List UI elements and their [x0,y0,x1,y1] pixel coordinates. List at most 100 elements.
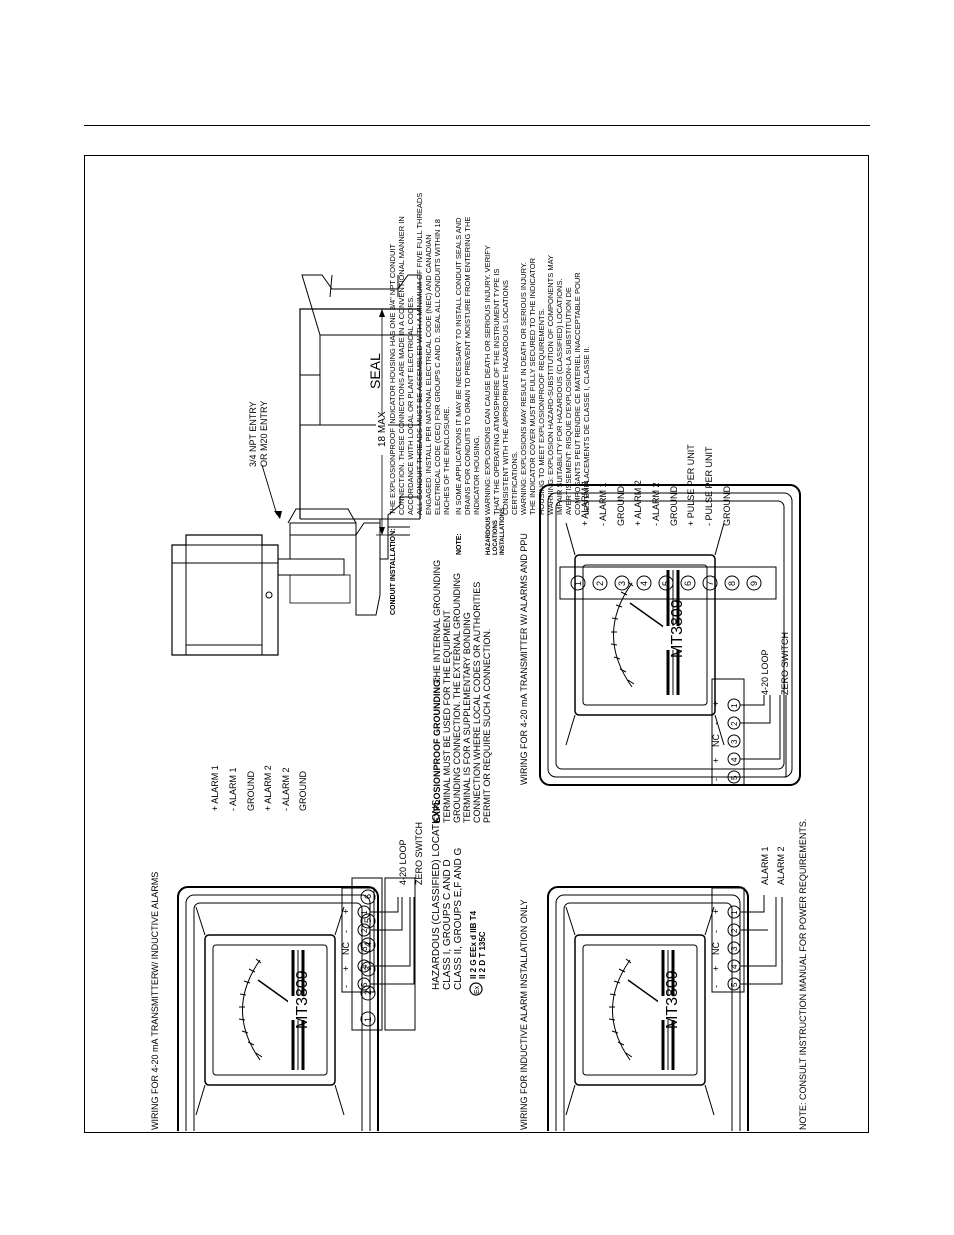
panel-c-loop-label: 4-20 LOOP [760,649,770,695]
panel-a-loop-term-3: 3 [360,946,369,951]
panel-a-terminal-block: 1 2 3 4 5 6 [351,877,416,1031]
panel-a-label-6: GROUND [298,771,308,811]
grounding-block: EXPLOSIONPROOF GROUNDING: THE INTERNAL G… [432,560,492,823]
panel-c-term-6: 6 [683,581,693,586]
warn-line-3: HOUSING TO MEET EXPLOSIONPROOF REQUIREME… [537,308,546,515]
panel-a-loop-label: 4-20 LOOP [398,839,408,885]
panel-a-loop-mark-3: NC [341,942,351,955]
panel-a-loop-mark-2: + [341,966,351,971]
panel-b-loop-term-3: 3 [730,946,739,951]
panel-c-loop-term-2: 2 [730,721,739,726]
hazardous-atex2: II 2 D T 135C [478,931,487,979]
panel-c-loop-term-4: 4 [730,757,739,762]
conduit-line-2: CONNECTION. THESE CONNECTIONS ARE MADE I… [397,216,406,515]
panel-b-loop-term-1: 1 [730,910,739,915]
panel-c-loop-term-5: 5 [730,775,739,780]
panel-a-label-4: + ALARM 2 [263,765,273,811]
panel-c-label-1b: + ALARM 1 [580,480,590,526]
panel-b-alarm1-label: ALARM 1 [760,846,770,885]
conduit-line-4: ALL CONDUIT THREADS MUST BE ASSEMBLED WI… [415,193,424,515]
grounding-line-1: THE INTERNAL GROUNDING [432,560,442,683]
panel-b-loop-term-2: 2 [730,928,739,933]
panel-c-zero-label: ZERO SWITCH [780,632,790,695]
header-rule [84,125,870,126]
panel-c-term-7: 7 [705,581,715,586]
panel-a-zero-label: ZERO SWITCH [414,822,424,885]
note-line-2: DRAINS FOR CONDUITS TO DRAIN TO PREVENT … [463,217,472,515]
panel-a-loop-term-5: 5 [360,982,369,987]
conduit-line-3: ACCORDANCE WITH LOCAL OR PLANT ELECTRICA… [406,296,415,515]
conduit-line-1: THE EXPLOSIONPROOF INDICATOR HOUSING HAS… [388,244,397,515]
panel-c-label-6: GROUND [669,486,679,526]
warn-line-6: AVERTISSEMENT: RISQUE D'EXPLOSION-LA SUB… [564,287,573,515]
panel-c-term-8: 8 [727,581,737,586]
panel-c-term-1: 1 [573,581,583,586]
panel-c-terminals [570,575,762,591]
panel-b-loop-term-4: 4 [730,964,739,969]
note-heading: NOTE: [456,533,463,555]
haz-line-3: CONSISTENT WITH THE APPROPRIATE HAZARDOU… [501,280,510,515]
panel-b-meter-label: MT3809 [664,970,681,1029]
panel-b-loop-mark-2: + [711,966,721,971]
panel-c-loop-mark-2: + [711,758,721,763]
panel-a-term-4: 4 [363,942,373,947]
panel-c-title: WIRING FOR 4-20 mA TRANSMITTER W/ ALARMS… [519,533,529,785]
hazardous-title: HAZARDOUS (CLASSIFIED) LOCATIONS [431,799,442,990]
panel-c-label-9: GROUND [722,486,732,526]
panel-a-label-1: + ALARM 1 [210,765,220,811]
warn-line-7: COMPOSANTS PEUT RENDRE CE MATERIEL INACC… [573,272,582,515]
panel-c-label-3: GROUND [616,486,626,526]
npt-entry-label-2: OR M20 ENTRY [259,401,269,467]
panel-a-term-5: 5 [363,918,373,923]
panel-b-loop-mark-1: - [711,985,721,988]
hazardous-class1: CLASS I, GROUPS C AND D [442,859,453,990]
panel-a-title: WIRING FOR 4-20 mA TRANSMITTERW/ INDUCTI… [150,872,160,1130]
panel-c-loop-mark-1: - [711,778,721,781]
warn-line-1: WARNING: EXPLOSIONS MAY RESULT IN DEATH … [519,262,528,515]
panel-a-label-2: - ALARM 1 [228,767,238,811]
panel-a-terminal-labels: + ALARM 1 - ALARM 1 GROUND + ALARM 2 - A… [210,765,308,811]
grounding-line-4: TERMINAL IS FOR A SUPPLEMENTARY BONDING [462,612,472,823]
note-line-3: INDICATOR HOUSING. [472,435,481,515]
haz-line-1: WARNING: EXPLOSIONS CAN CAUSE DEATH OR S… [483,245,492,515]
panel-c-label-4: + ALARM 2 [633,480,643,526]
panel-c-loop-term-3: 3 [730,739,739,744]
figure-frame [84,155,869,1133]
panel-a-loop-mark-4: - [341,930,351,933]
grounding-line-2: TERMINAL MUST BE USED FOR THE EQUIPMENT [442,610,452,823]
panel-c-meter-label: MT3809 [669,599,686,658]
panel-b-loop-mark-4: - [711,930,721,933]
warn-line-2: THE INDICATOR COVER MUST BE FULLY SECURE… [528,257,537,515]
panel-b-title: WIRING FOR INDUCTIVE ALARM INSTALLATION … [519,899,529,1130]
panel-b-loop-term-5: 5 [730,982,739,987]
note-line-1: IN SOME APPLICATIONS IT MAY BE NECESSARY… [454,217,463,515]
hazardous-atex1: II 2 G EEx d IIB T4 [469,910,478,979]
grounding-line-5: CONNECTION WHERE LOCAL CODES OR AUTHORIT… [472,582,482,823]
panel-b-loop-mark-3: NC [711,942,721,955]
panel-c-loop-mark-5: + [711,701,721,706]
grounding-heading: EXPLOSIONPROOF GROUNDING: [432,677,442,823]
panel-a-meter-label: MT3809 [294,970,311,1029]
panel-c-terminal-labels-rotated: + ALARM 1 - ALARM 1 GROUND + ALARM 2 - A… [580,444,732,526]
panel-a-loop-mark-1: - [341,985,351,988]
panel-c-loop-mark-4: - [711,722,721,725]
panel-c-loop-term-1: 1 [730,703,739,708]
panel-c-term-5: 5 [661,581,671,586]
panel-a-term-3: 3 [363,966,373,971]
panel-a-loop-mark-5: + [341,909,351,914]
grounding-line-3: GROUNDING CONNECTION. THE EXTERNAL GROUN… [452,573,462,823]
panel-c-loop-block: - + NC - + 5 4 3 2 1 [711,678,787,786]
npt-entry-label-1: 3/4 NPT ENTRY [248,401,258,467]
panel-a-label-5: - ALARM 2 [281,767,291,811]
panel-a-term-6: 6 [363,894,373,899]
grounding-line-6: PERMIT OR REQUIRE SUCH A CONNECTION. [482,629,492,823]
panel-b-alarm2-label: ALARM 2 [776,846,786,885]
max-length-label: 18 MAX [377,411,388,447]
hazardous-class2: CLASS II, GROUPS E,F AND G [453,848,464,990]
conduit-line-6: ELECTRICAL CODE (CEC) FOR GROUPS C AND D… [433,219,442,515]
panel-a-loop-term-2: 2 [360,928,369,933]
panel-a-term-1: 1 [363,1017,373,1022]
conduit-side-view: SEAL 3/4 NPT ENTRY OR M20 ENTRY 18 MAX [171,274,421,656]
panel-b-loop-mark-5: + [711,909,721,914]
panel-a-loop-block: - + NC - + 5 4 3 2 1 [341,887,415,993]
